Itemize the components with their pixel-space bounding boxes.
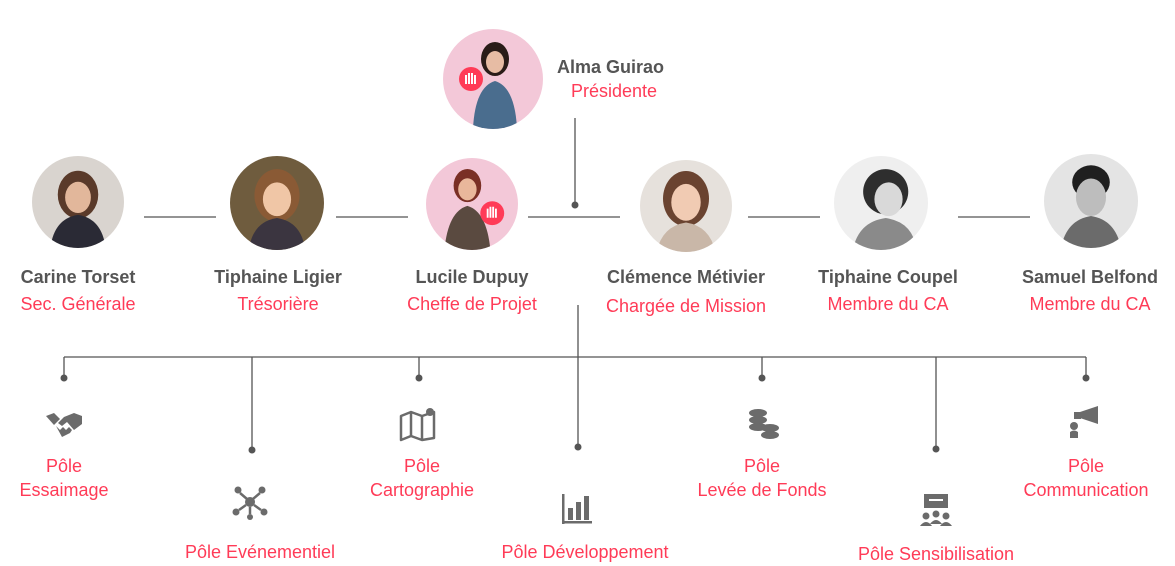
avatar-tiphaine-coupel [834,156,928,250]
president-avatar [443,29,543,129]
presentation-icon [916,492,956,528]
avatar-clemence-metivier [640,160,732,252]
pole-label-developpement: Pôle Développement [501,542,669,562]
president-name: Alma Guirao [557,57,665,77]
avatar-lucile-dupuy [426,158,518,250]
board-name-6: Samuel Belfond [1021,267,1159,287]
avatar-tiphaine-ligier [230,156,324,250]
pole-label-evenementiel: Pôle Evénementiel [184,542,336,562]
board-role-5: Membre du CA [827,294,949,314]
megaphone-icon [1066,404,1106,440]
board-name-1: Carine Torset [20,267,136,287]
pole-label-cartographie: Pôle Cartographie [369,456,475,500]
board-name-2: Tiphaine Ligier [214,267,342,287]
board-name-4: Clémence Métivier [606,267,766,287]
board-role-3: Cheffe de Projet [407,294,537,314]
board-name-3: Lucile Dupuy [415,267,529,287]
pole-label-sensibilisation: Pôle Sensibilisation [857,544,1015,564]
board-role-4: Chargée de Mission [605,296,767,316]
coins-icon [742,406,782,442]
avatar-carine-torset [32,156,124,248]
people-network-icon [230,484,270,520]
avatar-samuel-belfond [1044,154,1138,248]
board-role-2: Trésorière [237,294,319,314]
handshake-icon [44,406,84,442]
pole-label-levee-de-fonds: Pôle Levée de Fonds [697,456,827,500]
pole-label-essaimage: Pôle Essaimage [19,456,109,500]
president-role: Présidente [571,81,658,101]
board-name-5: Tiphaine Coupel [818,267,958,287]
bar-chart-icon [556,490,596,526]
pole-label-communication: Pôle Communication [1023,456,1149,500]
board-role-1: Sec. Générale [20,294,136,314]
map-icon [398,406,438,442]
board-role-6: Membre du CA [1029,294,1151,314]
